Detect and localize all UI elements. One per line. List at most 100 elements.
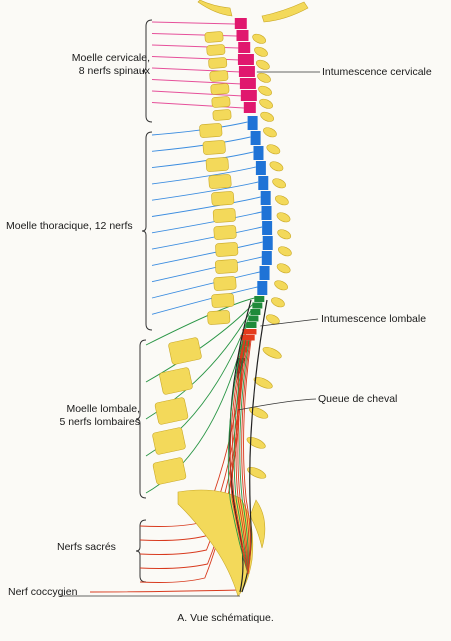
- vertebral-body: [211, 293, 235, 308]
- spinous-process: [272, 178, 287, 189]
- cord-segment: [254, 296, 265, 302]
- cauda-equina-fiber: [231, 339, 249, 575]
- occipital-bone-right: [261, 1, 309, 23]
- vertebral-body: [212, 208, 236, 223]
- spinous-process: [277, 229, 292, 240]
- vertebral-body: [213, 225, 237, 240]
- vertebral-body: [211, 96, 231, 108]
- cervical-nerve: [151, 67, 241, 73]
- cervical-region-label: Moelle cervicale, 8 nerfs spinaux: [71, 52, 150, 77]
- spinous-process: [276, 263, 291, 274]
- cord-segment: [243, 102, 256, 113]
- spinous-process: [246, 436, 266, 449]
- occipital-bone-left: [197, 0, 233, 17]
- cord-segment: [258, 176, 269, 190]
- lumbar-bracket: [135, 339, 147, 499]
- spinous-process: [263, 127, 277, 138]
- cauda-equina-fiber: [233, 339, 249, 575]
- vertebral-body: [159, 367, 193, 395]
- cervical-nerve: [151, 90, 243, 97]
- cervical-nerve: [151, 21, 235, 25]
- thoracic-nerve: [151, 196, 261, 217]
- spinous-process: [276, 212, 291, 223]
- vertebral-body: [168, 337, 202, 365]
- spinous-process: [262, 346, 282, 359]
- cord-segment: [238, 66, 255, 77]
- spinous-process: [258, 85, 272, 96]
- cauda-equina-fiber: [237, 339, 249, 575]
- vertebral-body: [213, 276, 237, 291]
- vertebral-body: [202, 140, 226, 155]
- coccygeal-nerve: [89, 589, 241, 593]
- vertebral-body: [212, 109, 232, 121]
- vertebral-body: [207, 310, 231, 325]
- cord-segment: [236, 30, 249, 41]
- spinous-process: [271, 297, 285, 308]
- cord-segment: [247, 116, 258, 130]
- thoracic-region-label: Moelle thoracique, 12 nerfs: [6, 220, 133, 232]
- thoracic-nerve: [151, 211, 262, 234]
- thoracic-nerve: [151, 286, 258, 315]
- cord-segment: [241, 341, 250, 347]
- vertebral-body: [208, 57, 228, 69]
- spinous-process: [266, 144, 281, 155]
- cauda-equina-fibers: [227, 339, 252, 575]
- cord-segment: [242, 329, 257, 335]
- thoracic-bracket: [141, 131, 153, 331]
- cord-segment: [237, 54, 254, 65]
- cord-segment: [259, 266, 270, 280]
- spinal-cord: [229, 18, 273, 593]
- figure-caption: A. Vue schématique.: [177, 612, 274, 624]
- sacral-crest: [249, 499, 266, 549]
- lumbar-region-label: Moelle lombale, 5 nerfs lombaires: [59, 403, 140, 428]
- lumbar-enlargement-pointer: [260, 318, 319, 327]
- spinous-process: [259, 98, 273, 109]
- vertebral-body: [209, 70, 229, 82]
- cord-segment: [234, 18, 247, 29]
- cord-segment: [240, 335, 255, 341]
- cord-segment: [262, 221, 273, 235]
- cord-segment: [260, 191, 271, 205]
- cord-segment: [257, 281, 268, 295]
- dural-sac: [229, 299, 252, 593]
- leader-lines: [60, 71, 320, 597]
- cord-segment: [261, 206, 272, 220]
- thoracic-nerve: [151, 256, 263, 283]
- coccygeal-nerve-label: Nerf coccygien: [8, 586, 78, 598]
- vertebral-body: [199, 123, 223, 138]
- cervical-enlargement-label: Intumescence cervicale: [322, 66, 432, 78]
- thoracic-nerve: [151, 181, 259, 201]
- cervical-nerve: [151, 33, 237, 37]
- vertebral-body: [215, 242, 239, 257]
- vertebral-body: [205, 157, 229, 172]
- cord-segment: [248, 315, 259, 322]
- thoracic-nerve: [151, 151, 254, 169]
- cauda-equina-label: Queue de cheval: [318, 393, 398, 405]
- thoracic-nerve: [151, 271, 260, 299]
- spinous-process: [249, 406, 269, 419]
- vertebral-body: [210, 83, 230, 95]
- cauda-equina-fiber: [243, 339, 252, 575]
- cord-segment: [253, 146, 264, 160]
- vertebrae: [152, 0, 309, 597]
- cord-segment: [255, 161, 266, 175]
- cauda-equina-fiber: [235, 339, 249, 575]
- spinous-process: [275, 195, 289, 206]
- lumbar-enlargement-label: Intumescence lombale: [321, 313, 427, 325]
- cord-segment: [250, 131, 261, 145]
- cauda-equina-fiber: [229, 339, 249, 575]
- sacral-region-label: Nerfs sacrés: [57, 541, 116, 553]
- spinous-process: [256, 59, 270, 70]
- region-brackets: [135, 19, 153, 583]
- cervical-nerve: [151, 56, 241, 61]
- cord-segment: [240, 90, 257, 101]
- spinous-process: [265, 314, 280, 325]
- vertebral-body: [154, 397, 189, 425]
- sacral-bracket: [135, 519, 147, 583]
- vertebral-body: [152, 427, 186, 455]
- spinous-process: [257, 72, 271, 83]
- spinous-process: [254, 46, 268, 57]
- spinous-process: [247, 466, 267, 479]
- spinous-process: [260, 111, 275, 122]
- spinous-process: [252, 33, 267, 44]
